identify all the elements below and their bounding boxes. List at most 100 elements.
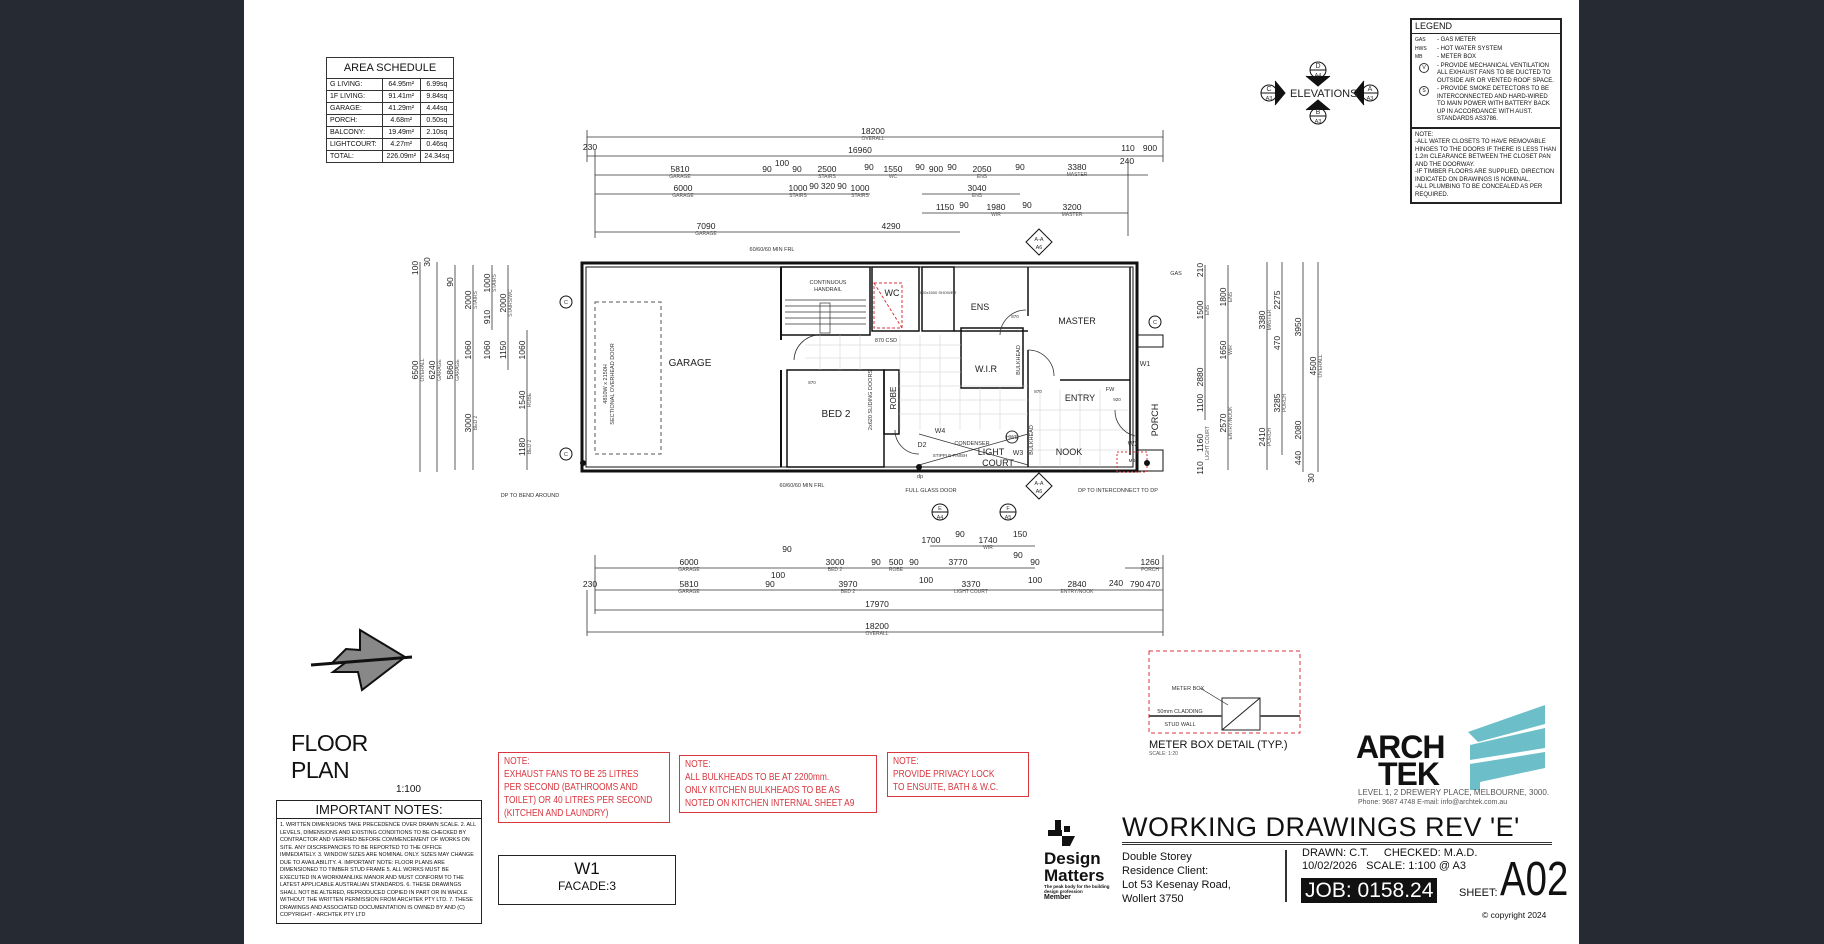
dimension-label: PORCH — [1267, 428, 1273, 446]
legend-title: LEGEND — [1412, 20, 1560, 34]
door-swings — [793, 309, 1136, 466]
dimension-label: GARAGE — [455, 359, 461, 381]
svg-text:D: D — [1315, 63, 1320, 70]
dp-label: dp — [917, 474, 923, 480]
dimension-value: 1000 — [482, 273, 492, 292]
legend-note: -ALL PLUMBING TO BE CONCEALED AS PER REQ… — [1415, 184, 1543, 198]
design-matters-tagline: The peak body for the building design pr… — [1044, 884, 1110, 894]
dimension-value: 5860 — [445, 360, 455, 379]
door-870-bed2: 870 — [808, 380, 816, 385]
garage-door-size: 4810W x 2150H — [603, 364, 609, 403]
sliding-doors-label: 2x620 SLIDING DOORS — [868, 370, 874, 431]
design-matters-logo-icon — [1048, 820, 1075, 846]
note-line: PER SECOND (BATHROOMS AND — [504, 781, 638, 793]
note-line: (KITCHEN AND LAUNDRY) — [504, 807, 609, 819]
job-number: JOB: 0158.24 — [1301, 878, 1438, 903]
dimension-value: 150 — [1013, 529, 1027, 539]
facade-box: W1 FACADE:3 — [498, 855, 676, 905]
floor-plan-scale: 1:100 — [395, 784, 421, 795]
room-bed2: BED 2 — [822, 409, 851, 420]
north-arrow-icon — [310, 628, 413, 692]
frl-note-bottom: 60/60/60 MIN FRL — [780, 483, 825, 489]
dimension-label: OVERALL — [1318, 354, 1324, 377]
dimension-value: 100 — [1028, 575, 1042, 585]
company-address: LEVEL 1, 2 DREWERY PLACE, MELBOURNE, 300… — [1358, 788, 1558, 806]
dimension-value: 1650 — [1218, 340, 1228, 359]
dimension-value: 3950 — [1293, 317, 1303, 336]
floor-plan-title: FLOOR PLAN 1:100 — [291, 730, 421, 795]
stipple-label: STIPPLE FINISH — [933, 453, 968, 458]
dimension-value: 500 — [889, 557, 903, 567]
note-title: NOTE: — [685, 758, 711, 770]
door-920: 920 — [1113, 397, 1121, 402]
dimension-value: 2080 — [1293, 420, 1303, 439]
client-line: Residence Client: — [1122, 865, 1209, 877]
legend-note-title: NOTE: — [1415, 131, 1434, 138]
dimension-value: 470 — [1272, 336, 1282, 350]
wc-clearance-zone — [873, 282, 903, 329]
dimension-value: 2000 — [463, 290, 473, 309]
svg-text:A-A: A-A — [1034, 481, 1044, 487]
dimension-value: 2500 — [818, 164, 837, 174]
dimension-label: ROBE — [527, 392, 533, 407]
dimension-label: OVERALL — [865, 631, 888, 637]
dimension-value: 3970 — [839, 579, 858, 589]
light-court-label: LIGHT — [978, 447, 1005, 457]
important-notes-title: IMPORTANT NOTES: — [277, 801, 481, 819]
design-matters-line1: Design — [1044, 849, 1101, 868]
dimension-value: 2570 — [1218, 413, 1228, 432]
dimension-value: 5810 — [671, 164, 690, 174]
dimension-value: 100 — [771, 570, 785, 580]
dimension-value: 2880 — [1195, 367, 1205, 386]
dimension-value: 3370 — [962, 579, 981, 589]
dimension-value: 6000 — [674, 183, 693, 193]
dimension-value: 1540 — [517, 390, 527, 409]
address: LEVEL 1, 2 DREWERY PLACE, MELBOURNE, 300… — [1358, 788, 1550, 797]
dimension-value: 230 — [583, 142, 597, 152]
dimension-label: MASTER — [1062, 212, 1083, 218]
hws-symbol — [1005, 430, 1019, 444]
dimension-value: 1150 — [936, 202, 955, 212]
dimension-value: 790 — [1130, 579, 1144, 589]
bottom-dimension-lines — [586, 545, 1164, 636]
dimension-value: 2410 — [1257, 427, 1267, 446]
dimension-label: BED 2 — [841, 589, 856, 595]
room-garage: GARAGE — [669, 358, 712, 369]
design-matters-badge: Design Matters The peak body for the bui… — [1044, 850, 1120, 901]
copyright: © copyright 2024 — [1482, 910, 1547, 920]
dimension-value: 1740 — [979, 535, 998, 545]
svg-text:A5: A5 — [1005, 515, 1012, 521]
dimension-value: 110 — [1195, 461, 1205, 475]
csd-label: 870 CSD — [875, 338, 897, 344]
dimension-value: 1000 — [789, 183, 808, 193]
dimension-label: STAIRS — [789, 193, 807, 199]
svg-text:A-A: A-A — [1034, 237, 1044, 243]
dimension-label: GARAGE — [678, 589, 700, 595]
window-w3: W3 — [1013, 450, 1024, 457]
svg-text:A4: A4 — [1315, 73, 1322, 79]
legend-text: - METER BOX — [1437, 54, 1477, 60]
dimension-value: 1700 — [922, 535, 941, 545]
dimension-value: 100 — [775, 158, 789, 168]
svg-text:A6: A6 — [1036, 245, 1043, 251]
dimension-value: 90 — [445, 277, 455, 287]
dimension-label: GARAGE — [437, 359, 443, 381]
dimension-value: 320 — [821, 181, 835, 191]
dimension-value: 3770 — [949, 557, 968, 567]
drawing-scale: SCALE: 1:100 @ A3 — [1366, 860, 1466, 872]
shower-label: 900x1500 SHOWER — [920, 290, 957, 295]
checked-by: CHECKED: M.A.D. — [1383, 847, 1478, 859]
note-title: NOTE: — [893, 755, 919, 767]
dimension-label: STAIRS — [818, 174, 836, 180]
dimension-value: 1060 — [482, 340, 492, 359]
window-w1: W1 — [1140, 361, 1151, 368]
dimension-value: 5810 — [680, 579, 699, 589]
dimension-value: 900 — [929, 164, 943, 174]
dimension-value: 1160 — [1195, 434, 1205, 453]
dimension-label: BED 2 — [828, 567, 843, 573]
legend-note: -IF TIMBER FLOORS ARE SUPPLIED, DIRECTIO… — [1415, 169, 1555, 183]
